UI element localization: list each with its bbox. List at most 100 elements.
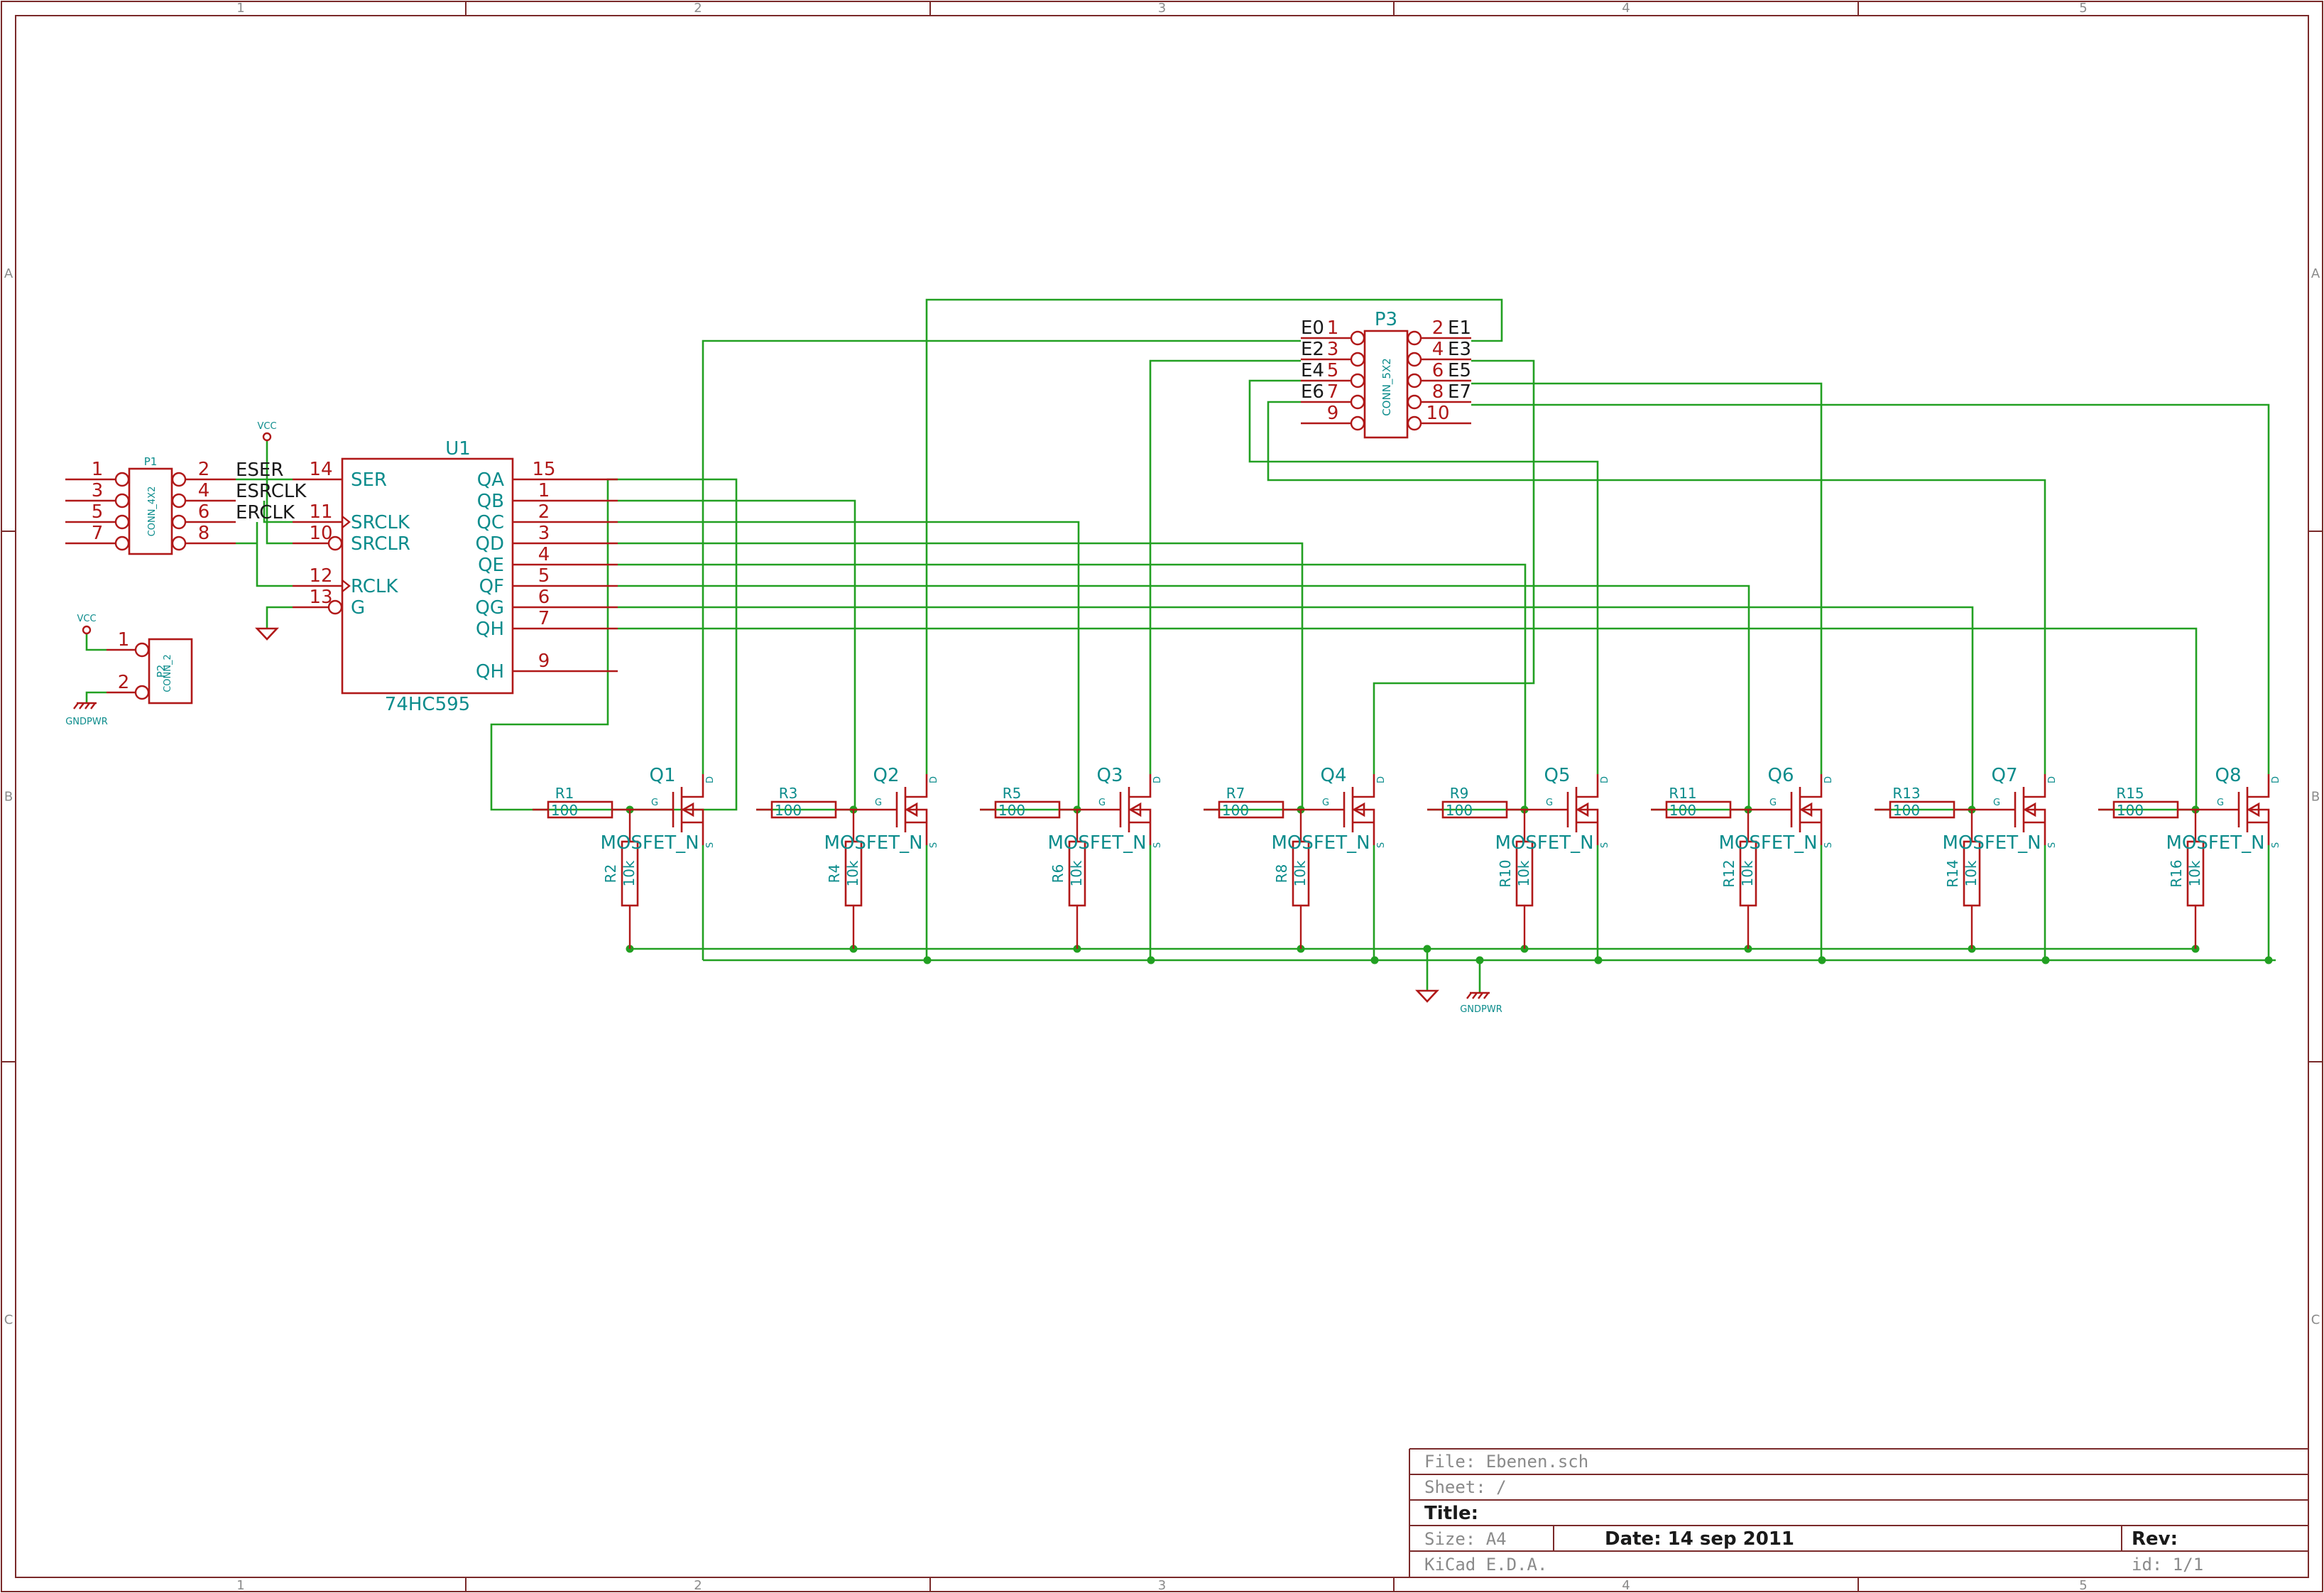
resistor-value: 100: [998, 802, 1025, 819]
connector-pin-circle: [134, 685, 150, 700]
mosfet-pin-label: G: [1993, 798, 2000, 808]
gndpwr-symbol: [73, 702, 97, 709]
connector-pin-circle: [1350, 330, 1365, 346]
power-label: VCC: [257, 421, 276, 432]
wire-drain-q1: [702, 339, 1301, 774]
mosfet-pin-label: S: [1823, 842, 1834, 848]
wire-srclk: [263, 501, 293, 523]
power-label: GNDPWR: [65, 717, 108, 727]
connector-body: [1363, 330, 1409, 439]
mosfet-arrow: [1799, 802, 1813, 817]
net-label: E3: [1448, 339, 1471, 360]
connector-pin-circle: [1407, 394, 1422, 410]
mosfet-pin-label: G: [2217, 798, 2224, 808]
ic-pin-number: 2: [538, 501, 550, 523]
inverter-bubble: [327, 535, 343, 551]
ic-pin-number: 11: [309, 501, 332, 523]
wire-drain-q7: [1267, 401, 2046, 774]
mosfet-terminals: [2024, 774, 2046, 845]
mosfet-pin-label: S: [1152, 842, 1163, 848]
connector-pin-number: 10: [1426, 403, 1449, 424]
ic-pin-number: 3: [538, 523, 550, 544]
connector-pin-number: 1: [1327, 317, 1339, 339]
power-label: VCC: [77, 614, 96, 624]
ic-value: 74HC595: [385, 694, 470, 715]
resistor-value: 10k: [1292, 860, 1309, 886]
net-label: ESER: [236, 460, 283, 481]
wire-drain-q8: [1471, 403, 2270, 774]
wire-drain-q3: [1149, 359, 1301, 774]
ic-pin-name: SRCLK: [351, 512, 410, 533]
resistor-ref: R11: [1669, 785, 1696, 802]
mosfet-pin-label: S: [1600, 842, 1610, 848]
junction-dot: [1818, 956, 1826, 964]
column-label: 1: [236, 1, 244, 16]
connector-pin-number: 2: [198, 459, 210, 480]
connector-pin-circle: [1407, 415, 1422, 431]
wire-drain-q4: [1373, 359, 1535, 774]
mosfet-pin-label: G: [1322, 798, 1329, 808]
mosfet-ref: Q6: [1767, 765, 1794, 786]
wire-g-gnd: [266, 606, 293, 629]
net-label: E7: [1448, 381, 1471, 403]
mosfet-pin-label: D: [929, 776, 939, 783]
column-label: 2: [694, 1578, 702, 1593]
mosfet-pin-label: G: [1769, 798, 1777, 808]
wire-layer: [85, 298, 2276, 993]
ic-pin-name: QH: [476, 619, 504, 640]
net-label: ESRCLK: [236, 481, 307, 502]
resistor-value: 100: [2117, 802, 2144, 819]
wire-p2-gnd: [85, 691, 107, 703]
connector-pin-circle: [134, 642, 150, 658]
connector-pin-circle: [1350, 373, 1365, 388]
ic-pin-name: QA: [477, 469, 504, 491]
connector-pin-number: 9: [1327, 403, 1339, 424]
wire-q-to-gate: [618, 542, 1304, 811]
connector-pin-number: 5: [92, 501, 104, 523]
connector-pin-number: 4: [198, 480, 210, 501]
resistor-ref: R9: [1450, 785, 1469, 802]
row-label: C: [2311, 1312, 2320, 1327]
row-label: A: [2311, 266, 2320, 281]
connector-pin-number: 6: [198, 501, 210, 523]
resistor-value: 100: [1669, 802, 1696, 819]
mosfet-pin-label: G: [651, 798, 658, 808]
ic-pin-number: 5: [538, 565, 550, 587]
mosfet-terminals: [1129, 774, 1152, 845]
resistor-ref: R5: [1003, 785, 1022, 802]
mosfet-value: MOSFET_N: [824, 832, 922, 854]
resistor-value: 100: [1222, 802, 1249, 819]
wire-srclr-vcc: [266, 440, 293, 545]
mosfet-terminals: [905, 774, 928, 845]
mosfet-value: MOSFET_N: [1942, 832, 2041, 854]
net-label: E2: [1301, 339, 1324, 360]
tb-size: Size: A4: [1424, 1529, 1507, 1549]
resistor-value: 100: [551, 802, 578, 819]
mosfet-terminals: [2247, 774, 2270, 845]
mosfet-pin-label: D: [2271, 776, 2281, 783]
connector-pin-number: 8: [1432, 381, 1444, 403]
connector-pin-number: 3: [1327, 339, 1339, 360]
mosfet-channel: [1343, 787, 1354, 832]
connector-ref: P2: [155, 665, 168, 678]
junction-dot: [923, 956, 932, 964]
connector-pin-circle: [171, 535, 187, 551]
vcc-symbol: [262, 432, 272, 442]
resistor-ref: R12: [1720, 859, 1737, 887]
mosfet-ref: Q5: [1544, 765, 1570, 786]
connector-pin-number: 4: [1432, 339, 1444, 360]
title-block: File: Ebenen.sch Sheet: / Title: Size: A…: [1409, 1448, 2308, 1577]
connector-body: [148, 638, 193, 705]
resistor-ref: R2: [602, 864, 619, 884]
mosfet-pin-label: D: [705, 776, 716, 783]
mosfet-arrow: [2247, 802, 2260, 817]
mosfet-arrow: [1352, 802, 1365, 817]
mosfet-ref: Q2: [873, 765, 899, 786]
resistor-value: 10k: [1515, 860, 1532, 886]
ic-pin-name: QE: [478, 555, 504, 576]
row-label: C: [4, 1312, 13, 1327]
wire-q-to-gate: [533, 478, 738, 811]
net-label: E4: [1301, 360, 1324, 381]
mosfet-pin-label: S: [929, 842, 939, 848]
